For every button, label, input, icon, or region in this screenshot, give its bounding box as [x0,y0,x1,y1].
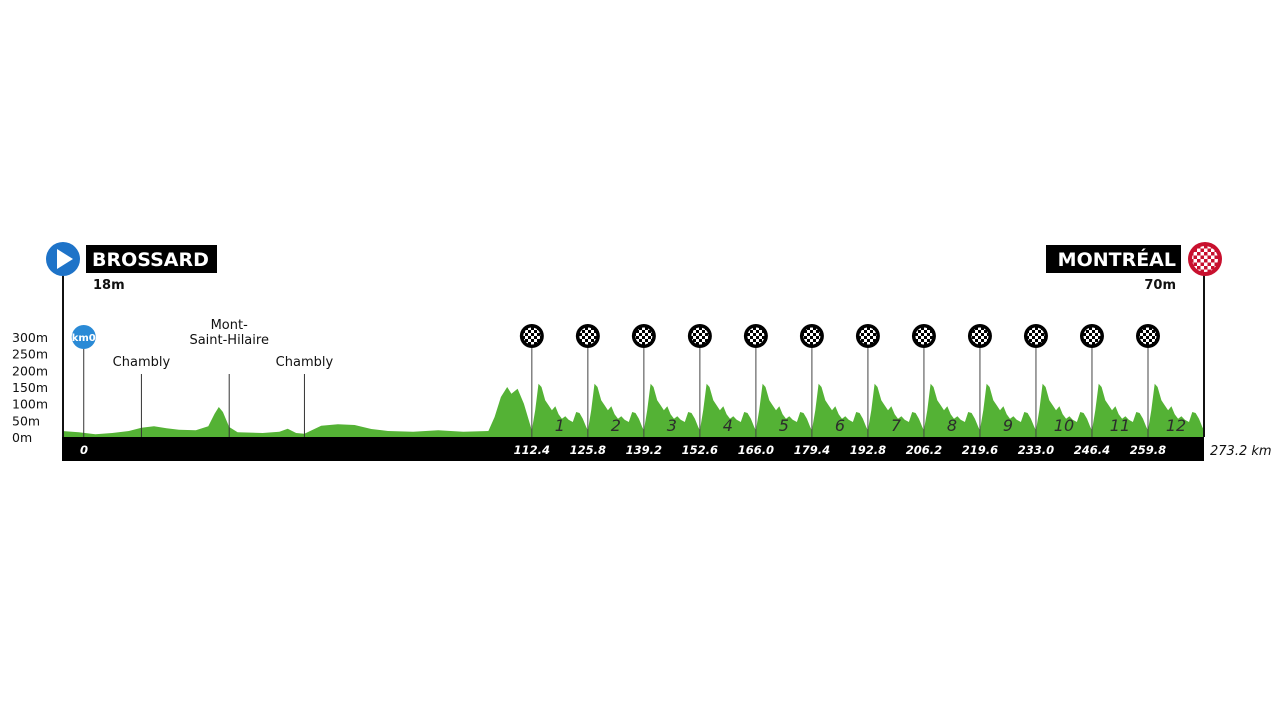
place-label: Chambly [113,355,171,370]
finish-altitude: 70m [1144,278,1176,293]
marker-lines [83,346,1149,437]
distance-bar-labels: 0 112.4 125.8 139.2 152.6 166.0 179.4 192.8 206.… [80,443,1166,457]
lap-checkered-flag-icon [519,324,544,348]
km-label: 259.8 [1130,443,1166,457]
km-label: 206.2 [906,443,942,457]
km-label: 125.8 [570,443,606,457]
start-marker: BROSSARD 18m [46,242,217,437]
finish-town-box [1046,245,1181,273]
km0-badge-text: km0 [72,333,96,344]
km0-icon [71,325,96,349]
place-label-line2: Saint-Hilaire [189,333,269,348]
y-tick-label: 300m [12,330,48,345]
lap-checkered-flag-icon [743,324,768,348]
km-label: 139.2 [626,443,662,457]
km-label: 179.4 [794,443,830,457]
place-label-line1: Mont- [211,318,249,333]
km-label-start: 0 [80,443,88,457]
y-tick-label: 150m [12,380,48,395]
km-label: 152.6 [682,443,718,457]
lap-number: 3 [667,416,677,435]
lap-number: 7 [891,416,902,435]
km-label: 192.8 [850,443,886,457]
km-label: 233.0 [1018,443,1054,457]
lap-checkered-flag-icon [687,324,712,348]
start-town-name: BROSSARD [92,249,209,271]
lap-number: 1 [555,416,565,435]
lap-flag-inner-icon [1083,327,1101,345]
lap-flag-inner-icon [859,327,877,345]
lap-number: 6 [835,416,845,435]
lap-flag-inner-icon [523,327,541,345]
lap-checkered-flag-icon [1079,324,1104,348]
lap-checkered-flag-icon [967,324,992,348]
lap-flag-inner-icon [915,327,933,345]
start-town-box [86,245,217,273]
play-triangle-icon [57,249,73,269]
finish-checkered-icon [1192,246,1218,272]
km-label: 219.6 [962,443,998,457]
lap-number: 9 [1003,416,1013,435]
start-altitude: 18m [93,278,125,293]
lap-checkered-flag-icon [911,324,936,348]
lap-checkered-flag-icon [575,324,600,348]
lap-markers [519,324,1160,348]
lap-flag-inner-icon [971,327,989,345]
lap-flag-inner-icon [1027,327,1045,345]
distance-bar [62,437,1204,461]
lap-flag-inner-icon [635,327,653,345]
lap-checkered-flag-icon [1023,324,1048,348]
total-distance-label: 273.2 km [1210,444,1272,459]
y-tick-label: 0m [12,430,32,445]
lap-flag-inner-icon [579,327,597,345]
y-tick-label: 50m [12,413,40,428]
finish-town-name: MONTRÉAL [1058,248,1176,271]
place-label: Chambly [276,355,334,370]
y-tick-label: 200m [12,363,48,378]
lap-checkered-flag-icon [855,324,880,348]
lap-number: 11 [1110,416,1130,435]
km-label: 112.4 [514,443,550,457]
lap-flag-inner-icon [1139,327,1157,345]
y-tick-label: 250m [12,347,48,362]
lap-number: 8 [947,416,957,435]
lap-flag-inner-icon [747,327,765,345]
elevation-profile-area [62,383,1204,437]
finish-marker: MONTRÉAL 70m [1046,242,1222,437]
lap-checkered-flag-icon [631,324,656,348]
lap-flag-inner-icon [803,327,821,345]
lap-checkered-flag-icon [1135,324,1160,348]
km-label: 166.0 [738,443,774,457]
lap-number: 12 [1166,416,1186,435]
lap-number: 4 [723,416,733,435]
lap-number: 5 [779,416,789,435]
km0-marker: km0 [72,325,96,349]
lap-number: 2 [611,416,621,435]
y-tick-label: 100m [12,397,48,412]
lap-number: 10 [1054,416,1074,435]
lap-flag-inner-icon [691,327,709,345]
lap-checkered-flag-icon [799,324,824,348]
km-label: 246.4 [1074,443,1110,457]
